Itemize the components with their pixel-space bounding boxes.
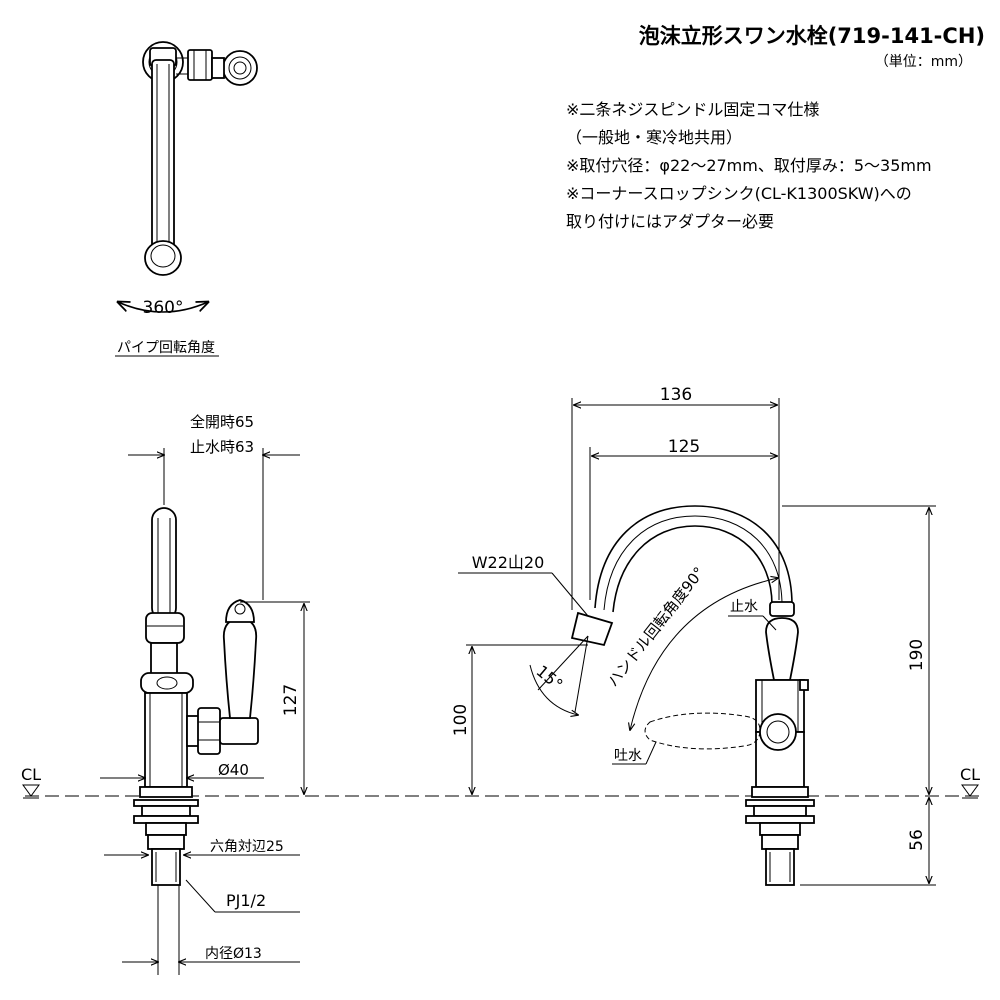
unit-label: （単位：mm）: [874, 54, 972, 70]
top-view: 360° パイプ回転角度: [115, 41, 258, 357]
note-line-4: ※コーナースロップシンク(CL-K1300SKW)への: [566, 184, 912, 203]
note-line-5: 取り付けにはアダプター必要: [566, 212, 775, 231]
front-view: CL: [451, 385, 980, 886]
width-136-label: 136: [660, 385, 692, 405]
thread-pj-label: PJ1/2: [226, 891, 266, 910]
depth-56-label: 56: [907, 829, 927, 851]
full-open-label: 全開時65: [190, 413, 254, 431]
spout-water-label: 吐水: [614, 748, 642, 764]
page-title: 泡沫立形スワン水栓(719-141-CH): [638, 24, 985, 48]
thread-w22-label: W22山20: [472, 553, 545, 572]
note-line-2: （一般地・寒冷地共用）: [566, 128, 743, 147]
rotation-caption: パイプ回転角度: [117, 340, 215, 356]
width-125-label: 125: [668, 437, 700, 457]
closed-label: 止水時63: [190, 438, 254, 456]
height-100-label: 100: [451, 704, 471, 736]
angle-15-label: 15°: [533, 661, 567, 694]
cl-label-left: CL: [21, 765, 41, 784]
cl-label-right: CL: [960, 765, 980, 784]
note-line-1: ※二条ネジスピンドル固定コマ仕様: [566, 100, 820, 119]
diameter-40-label: Ø40: [218, 761, 249, 779]
inner-13-label: 内径Ø13: [205, 946, 262, 962]
height-190-label: 190: [907, 639, 927, 671]
side-view: CL: [21, 413, 310, 975]
stop-water-label: 止水: [730, 599, 758, 615]
hex-25-label: 六角対辺25: [210, 839, 284, 855]
rotation-angle-label: 360°: [143, 298, 184, 318]
note-line-3: ※取付穴径：φ22〜27mm、取付厚み：5〜35mm: [566, 156, 932, 175]
height-127-label: 127: [281, 684, 301, 716]
